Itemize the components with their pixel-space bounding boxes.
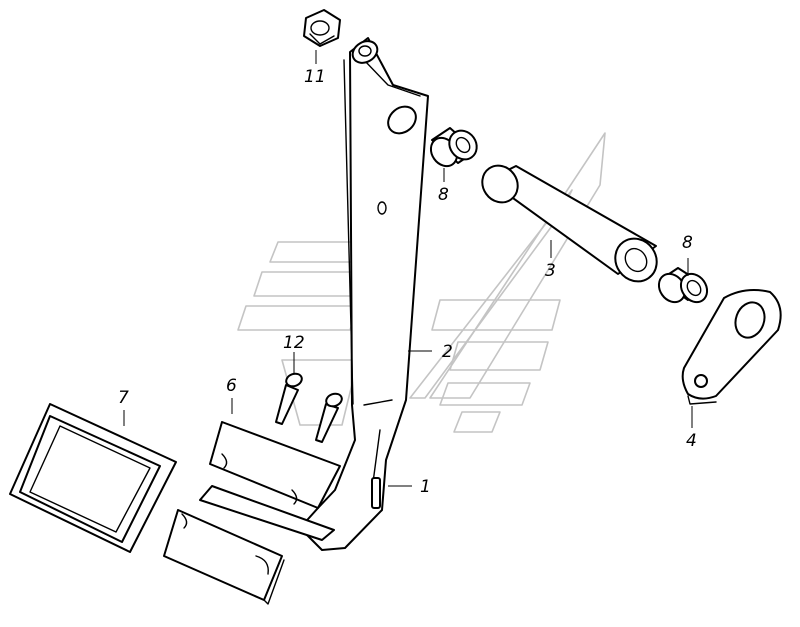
nut [303, 9, 341, 47]
callout-11: 11 [304, 67, 326, 87]
pedal-clip [163, 509, 285, 605]
callout-12: 12 [283, 333, 305, 353]
bushing-upper [429, 127, 478, 168]
pedal-lever [299, 37, 429, 551]
callout-3: 3 [545, 261, 556, 281]
callout-8-lower: 8 [682, 233, 693, 253]
callout-8-upper: 8 [438, 185, 449, 205]
callout-6: 6 [226, 376, 237, 396]
callout-4: 4 [686, 431, 697, 451]
shaft [481, 164, 658, 283]
pin-left [275, 372, 303, 425]
rubber-pad [9, 403, 177, 553]
pedal-plate [199, 421, 341, 541]
callout-1: 1 [420, 477, 431, 497]
callout-7: 7 [118, 388, 129, 408]
leader-lines [123, 50, 693, 487]
bushing-lower [657, 267, 709, 304]
pin-right [315, 392, 343, 443]
callout-2: 2 [442, 342, 453, 362]
lever-link [681, 289, 782, 405]
